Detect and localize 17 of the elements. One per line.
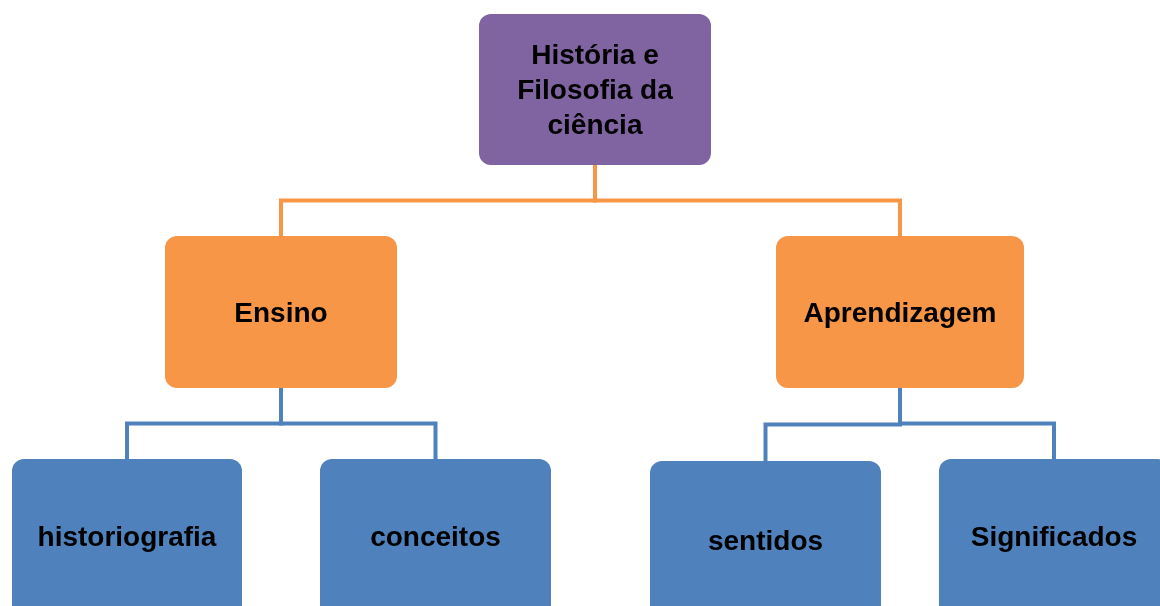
process-box (650, 461, 881, 606)
node-label: Ensino (234, 295, 328, 330)
connector-line (593, 165, 902, 236)
process-box (479, 14, 711, 165)
process-box (12, 459, 242, 606)
process-box (165, 236, 397, 388)
process-box (320, 459, 551, 606)
node-label: historiografia (37, 520, 217, 554)
node-label: Significados (970, 520, 1138, 554)
process-box (939, 459, 1160, 606)
connector-line (279, 388, 438, 459)
node-label: Aprendizagem (803, 295, 997, 330)
node-label: História e Filosofia da ciência (516, 38, 674, 142)
node-label: conceitos (370, 520, 501, 554)
connector-line (898, 388, 1056, 459)
process-box (776, 236, 1024, 388)
node-label: sentidos (707, 524, 824, 558)
